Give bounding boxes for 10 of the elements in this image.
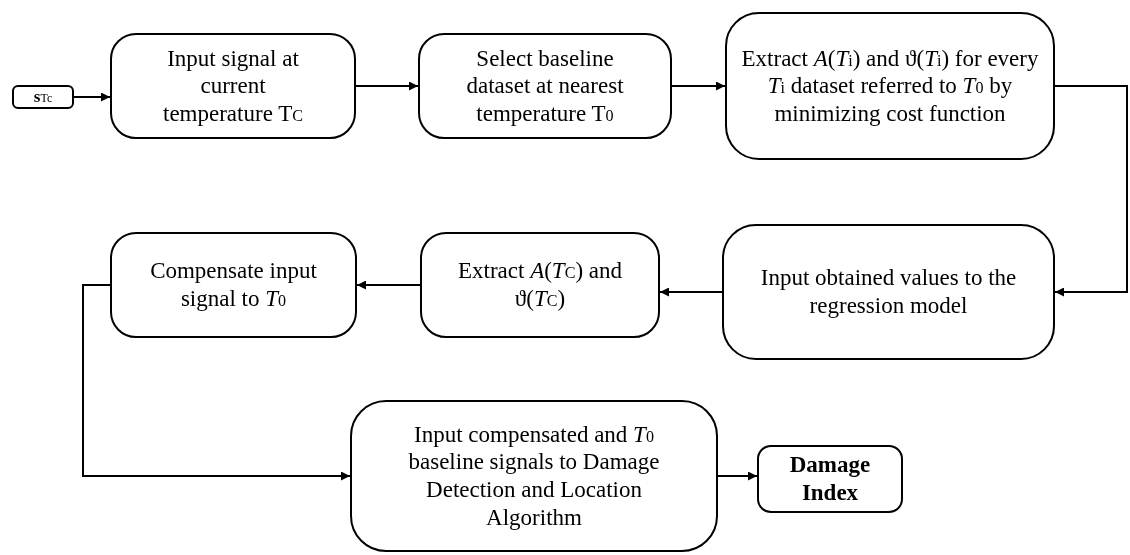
arrow	[659, 287, 723, 297]
arrow	[356, 280, 421, 290]
arrow	[717, 471, 758, 481]
arrow	[1054, 85, 1128, 297]
process-box: Input obtained values to the regression model	[722, 224, 1055, 360]
process-box: Damage Index	[757, 445, 903, 513]
arrow	[671, 81, 726, 91]
arrow	[73, 92, 111, 102]
arrow	[355, 81, 419, 91]
arrow	[82, 284, 351, 481]
